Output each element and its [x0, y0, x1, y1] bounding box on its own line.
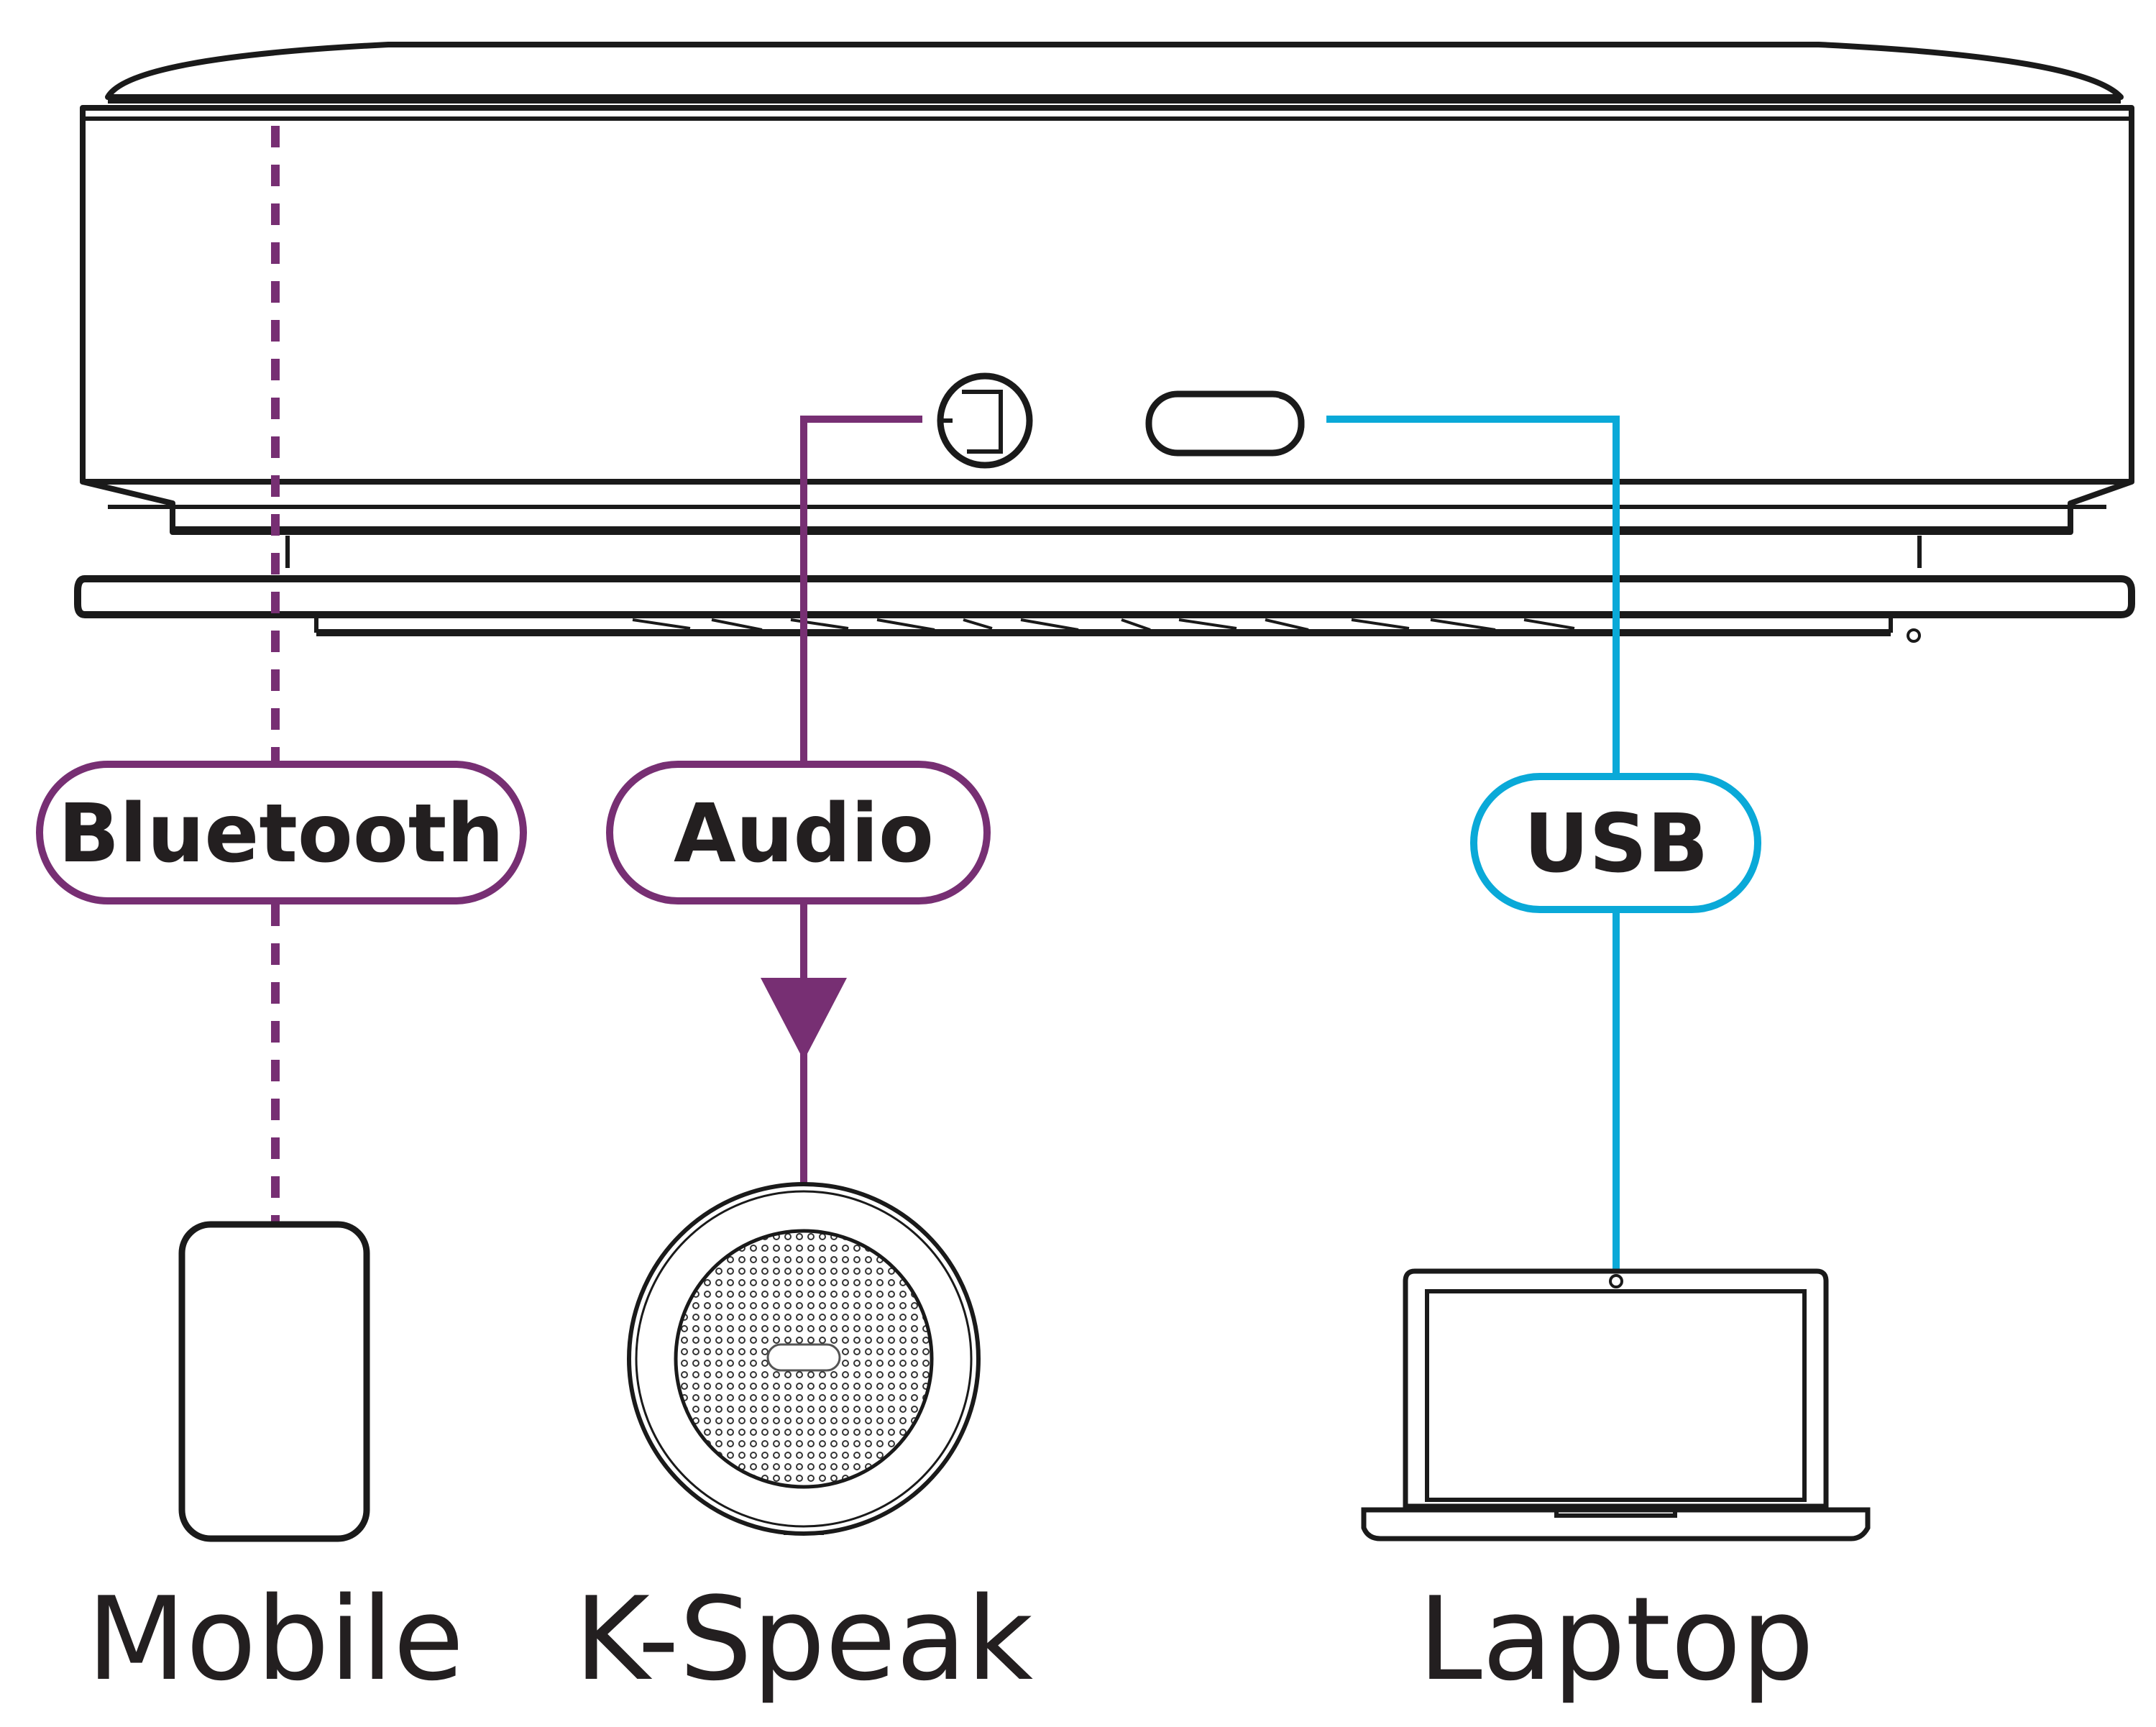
bluetooth-label: Bluetooth — [58, 787, 504, 881]
usb-label: USB — [1524, 797, 1709, 891]
speakerphone-hub-icon — [74, 42, 2135, 643]
audio-jack-port-icon — [937, 372, 1033, 469]
bluetooth-label-pill: Bluetooth — [36, 761, 527, 904]
usb-connection-line — [1326, 416, 1620, 1273]
usb-label-pill: USB — [1470, 773, 1761, 913]
usb-c-port-icon — [1145, 390, 1305, 457]
phone-icon — [178, 1221, 370, 1542]
mobile-label: Mobile — [87, 1572, 464, 1706]
kspeak-label: K-Speak — [574, 1572, 1033, 1706]
audio-label: Audio — [674, 787, 934, 881]
audio-arrowhead-icon — [761, 978, 847, 1061]
laptop-label: Laptop — [1418, 1572, 1815, 1706]
audio-label-pill: Audio — [606, 761, 991, 904]
laptop-icon — [1361, 1268, 1871, 1542]
speaker-icon — [627, 1182, 981, 1536]
